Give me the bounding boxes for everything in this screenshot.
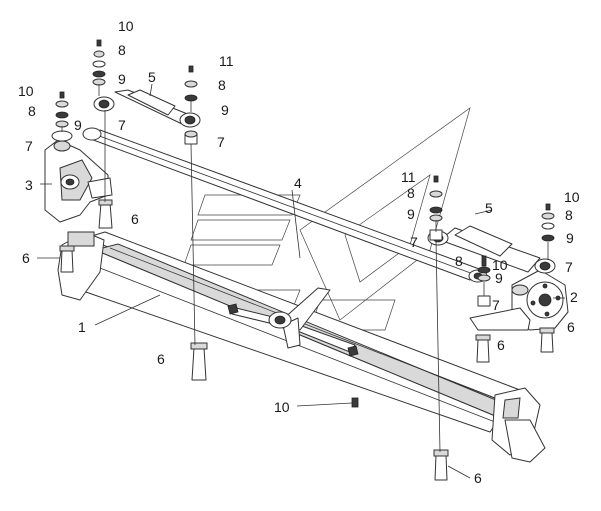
callout-10-far-right: 10: [564, 189, 580, 205]
callout-11-left: 11: [219, 53, 234, 69]
callout-10-left-upper: 10: [118, 18, 134, 34]
callout-4: 4: [294, 175, 302, 191]
callout-7-left-center: 7: [217, 134, 225, 150]
bolts: [59, 199, 555, 481]
callout-6-right-a: 6: [497, 337, 505, 353]
callout-6-left-beam: 6: [22, 250, 30, 266]
callout-8-right-lower: 8: [455, 253, 463, 269]
callout-8-left-upper: 8: [118, 42, 126, 58]
callout-1: 1: [78, 319, 86, 335]
callout-9-right-lower: 9: [495, 270, 503, 286]
callout-3: 3: [25, 177, 33, 193]
callout-6-center: 6: [157, 351, 165, 367]
callout-2: 2: [570, 289, 578, 305]
right-steering-knuckle: [469, 269, 569, 331]
callout-8-left-center: 8: [218, 77, 226, 93]
callout-6-left-knuckle: 6: [131, 211, 139, 227]
alignment-lines: [61, 84, 549, 453]
callout-5-left: 5: [148, 69, 156, 85]
fastener-stacks: [55, 39, 555, 408]
callout-6-bottom: 6: [474, 470, 482, 486]
callout-7-far-right: 7: [565, 259, 573, 275]
callout-leaders: [37, 83, 565, 479]
callout-8-right-center: 8: [407, 185, 415, 201]
callout-10-right-lower: 10: [492, 257, 508, 273]
left-steering-knuckle: [44, 130, 113, 223]
callout-10-far-left: 10: [18, 83, 34, 99]
center-arm: [227, 287, 359, 357]
callout-5-right: 5: [485, 200, 493, 216]
callout-9-far-right: 9: [566, 230, 574, 246]
callout-7-right-lower: 7: [492, 297, 500, 313]
callout-6-right-b: 6: [567, 319, 575, 335]
callout-8-far-right: 8: [565, 207, 573, 223]
callout-7-right-center: 7: [410, 234, 418, 250]
left-link-rod: [93, 89, 201, 128]
callout-11-right: 11: [401, 169, 416, 185]
callout-9-left-center: 9: [221, 102, 229, 118]
callout-10-bottom: 10: [274, 399, 290, 415]
callout-labels: 1 2 3 4 5 5 6 6 6 6 6 6 7 7 7 7 7 7 8 8 …: [18, 18, 580, 486]
callout-9-far-left: 9: [74, 117, 82, 133]
callout-9-left-upper: 9: [118, 71, 126, 87]
callout-9-right-center: 9: [407, 206, 415, 222]
callout-7-far-left: 7: [25, 138, 33, 154]
callout-7-left-upper: 7: [118, 117, 126, 133]
callout-8-far-left: 8: [28, 103, 36, 119]
